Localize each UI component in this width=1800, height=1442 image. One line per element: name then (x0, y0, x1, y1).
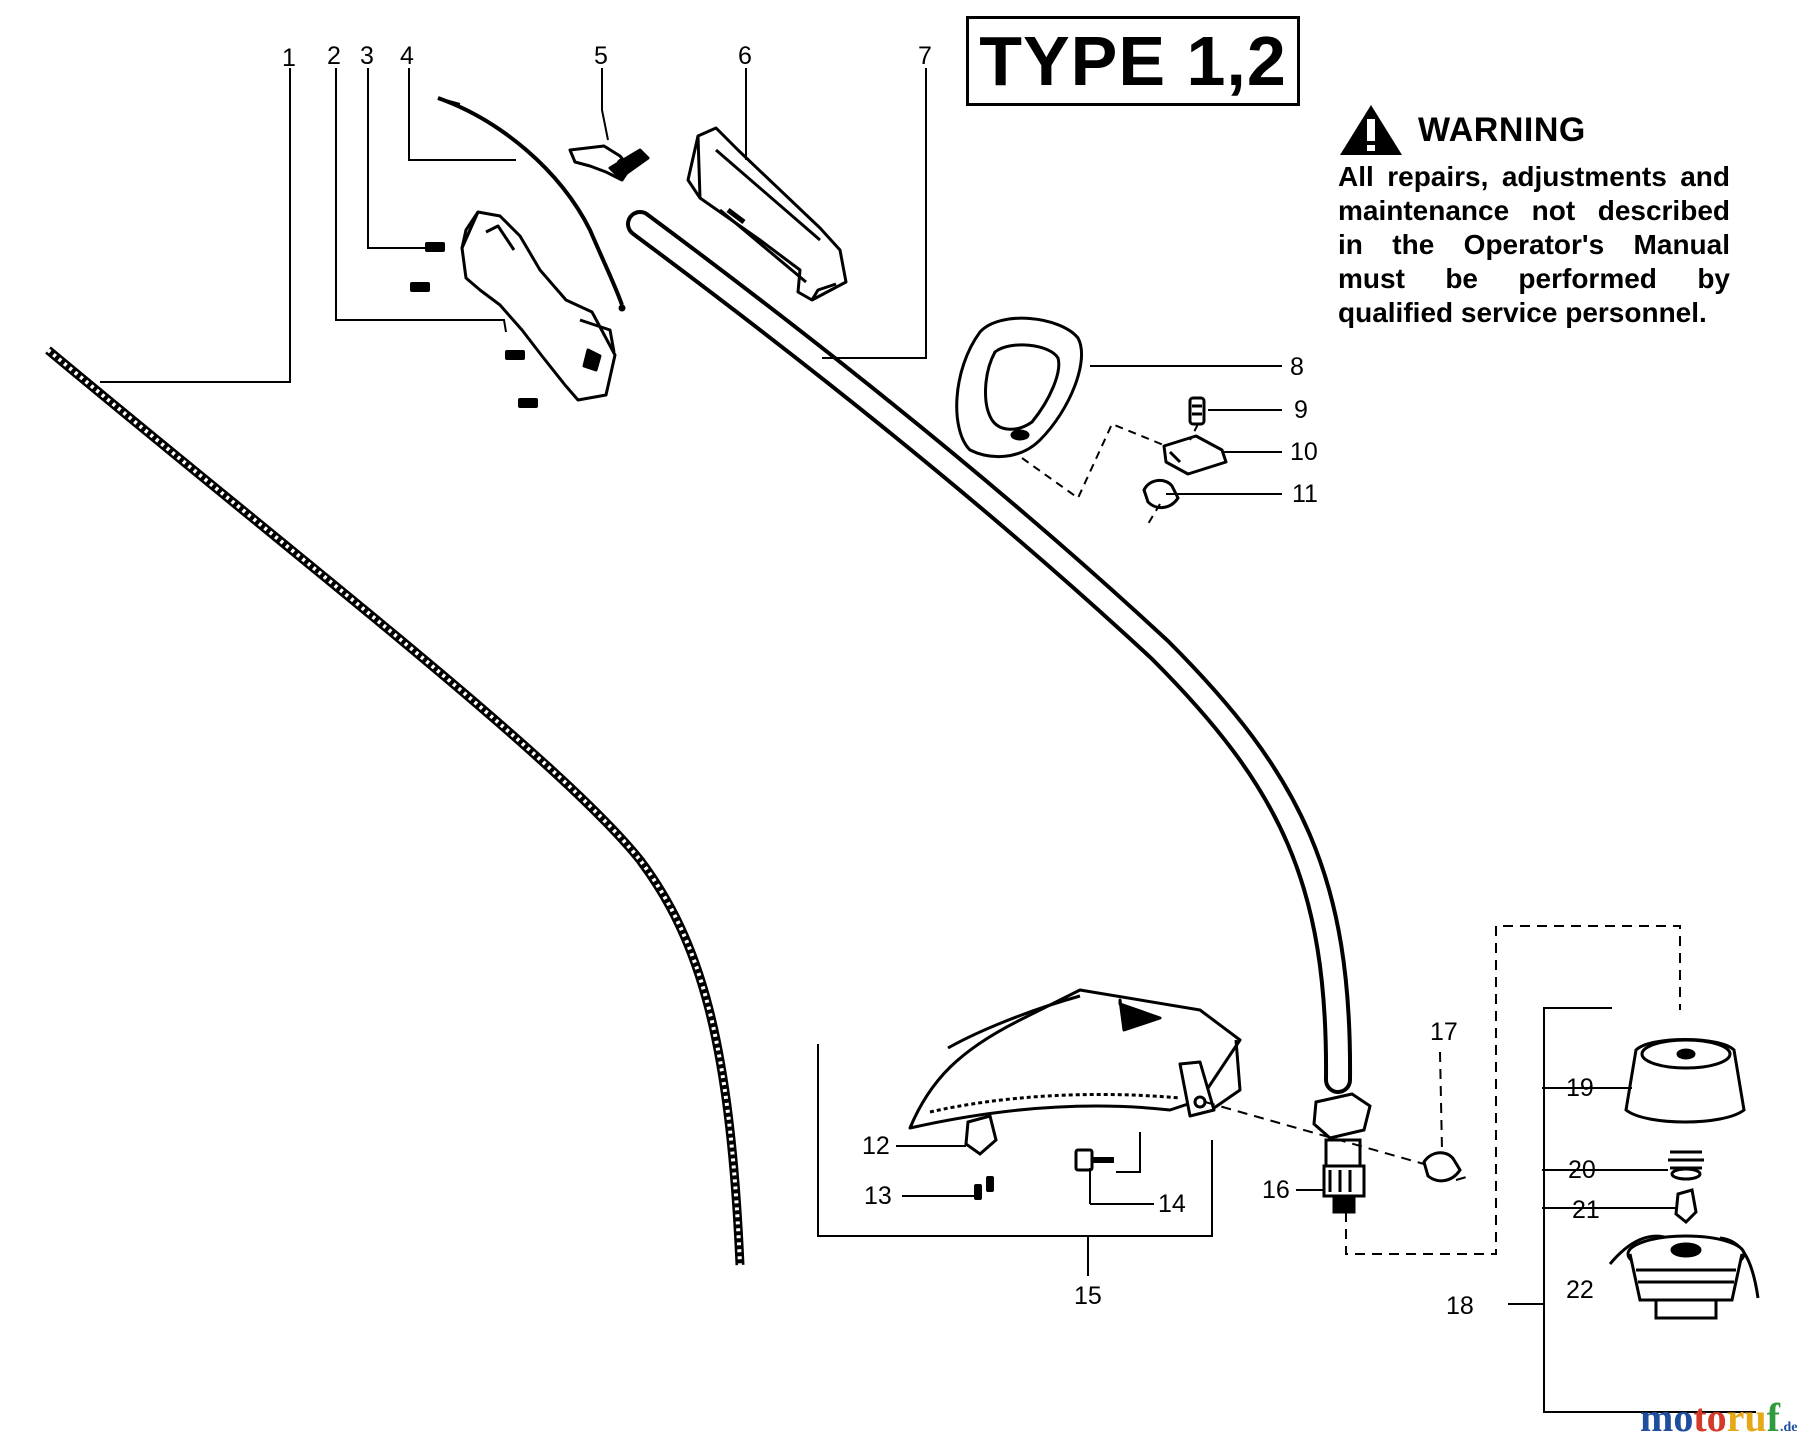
type-label: TYPE 1,2 (979, 22, 1287, 100)
part-label-15: 15 (1074, 1282, 1102, 1310)
part-labels: 1 2 3 4 5 6 7 8 9 10 11 12 13 14 15 16 1… (282, 42, 1600, 1320)
clamp-16 (1312, 1092, 1372, 1214)
grass-shield (908, 988, 1242, 1130)
leader-lines (100, 68, 1676, 1209)
part-label-5: 5 (594, 42, 608, 70)
watermark-part4: f (1766, 1395, 1780, 1440)
part-label-22: 22 (1566, 1276, 1594, 1304)
part-label-11: 11 (1292, 480, 1318, 508)
handle-screws (410, 242, 538, 408)
loop-handle (955, 316, 1083, 459)
bolt-14 (1074, 1148, 1114, 1172)
part-label-1: 1 (282, 44, 296, 72)
part-label-20: 20 (1568, 1156, 1596, 1184)
assembly-lines-8-11 (1021, 422, 1199, 525)
watermark-tld: .de (1779, 1420, 1798, 1435)
drive-cable (45, 346, 745, 1266)
warning-triangle-icon (1340, 105, 1402, 155)
drive-tube (626, 210, 1353, 1094)
watermark-part2: to (1693, 1395, 1727, 1440)
part-label-2: 2 (327, 42, 341, 70)
part-label-18: 18 (1446, 1292, 1474, 1320)
assembly-lines-15-17 (1204, 925, 1681, 1255)
warning-notice: WARNING All repairs, adjustments and mai… (1338, 100, 1730, 330)
watermark-part1: mo (1640, 1395, 1694, 1440)
part-label-21: 21 (1572, 1196, 1600, 1224)
wing-nut-11 (1142, 479, 1180, 509)
throttle-housing (460, 210, 617, 402)
part-label-8: 8 (1290, 353, 1304, 381)
warning-header: WARNING (1338, 100, 1730, 160)
part-label-16: 16 (1262, 1176, 1290, 1204)
part-label-3: 3 (360, 42, 374, 70)
type-label-box: TYPE 1,2 (966, 16, 1300, 106)
watermark-part3: ru (1726, 1395, 1767, 1440)
part-label-7: 7 (918, 42, 932, 70)
throttle-cable (437, 96, 626, 312)
spool-22 (1608, 1234, 1760, 1320)
wing-nut-17 (1422, 1151, 1462, 1183)
part-label-17: 17 (1430, 1018, 1458, 1046)
handle-bracket (686, 126, 848, 302)
part-label-6: 6 (738, 42, 752, 70)
bolt-9 (1188, 396, 1206, 426)
part-label-12: 12 (862, 1132, 890, 1160)
warning-text: All repairs, adjustments and maintenance… (1338, 161, 1730, 328)
throttle-trigger (568, 144, 650, 182)
warning-title: WARNING (1418, 110, 1586, 149)
part-label-10: 10 (1290, 438, 1318, 466)
screws-13 (974, 1176, 994, 1200)
spacer-10 (1162, 434, 1228, 476)
part-label-14: 14 (1158, 1190, 1186, 1218)
spring-20 (1668, 1150, 1704, 1181)
part-label-4: 4 (400, 42, 414, 70)
part-label-19: 19 (1566, 1074, 1594, 1102)
clip-12 (964, 1114, 998, 1156)
watermark-logo: motoruf.de (1640, 1398, 1797, 1438)
part-label-13: 13 (864, 1182, 892, 1210)
bracket-15 (817, 1044, 1213, 1276)
spool-cover-19 (1624, 1038, 1746, 1124)
part-label-9: 9 (1294, 396, 1308, 424)
eyelet-21 (1674, 1188, 1698, 1225)
bracket-18 (1508, 1007, 1756, 1413)
